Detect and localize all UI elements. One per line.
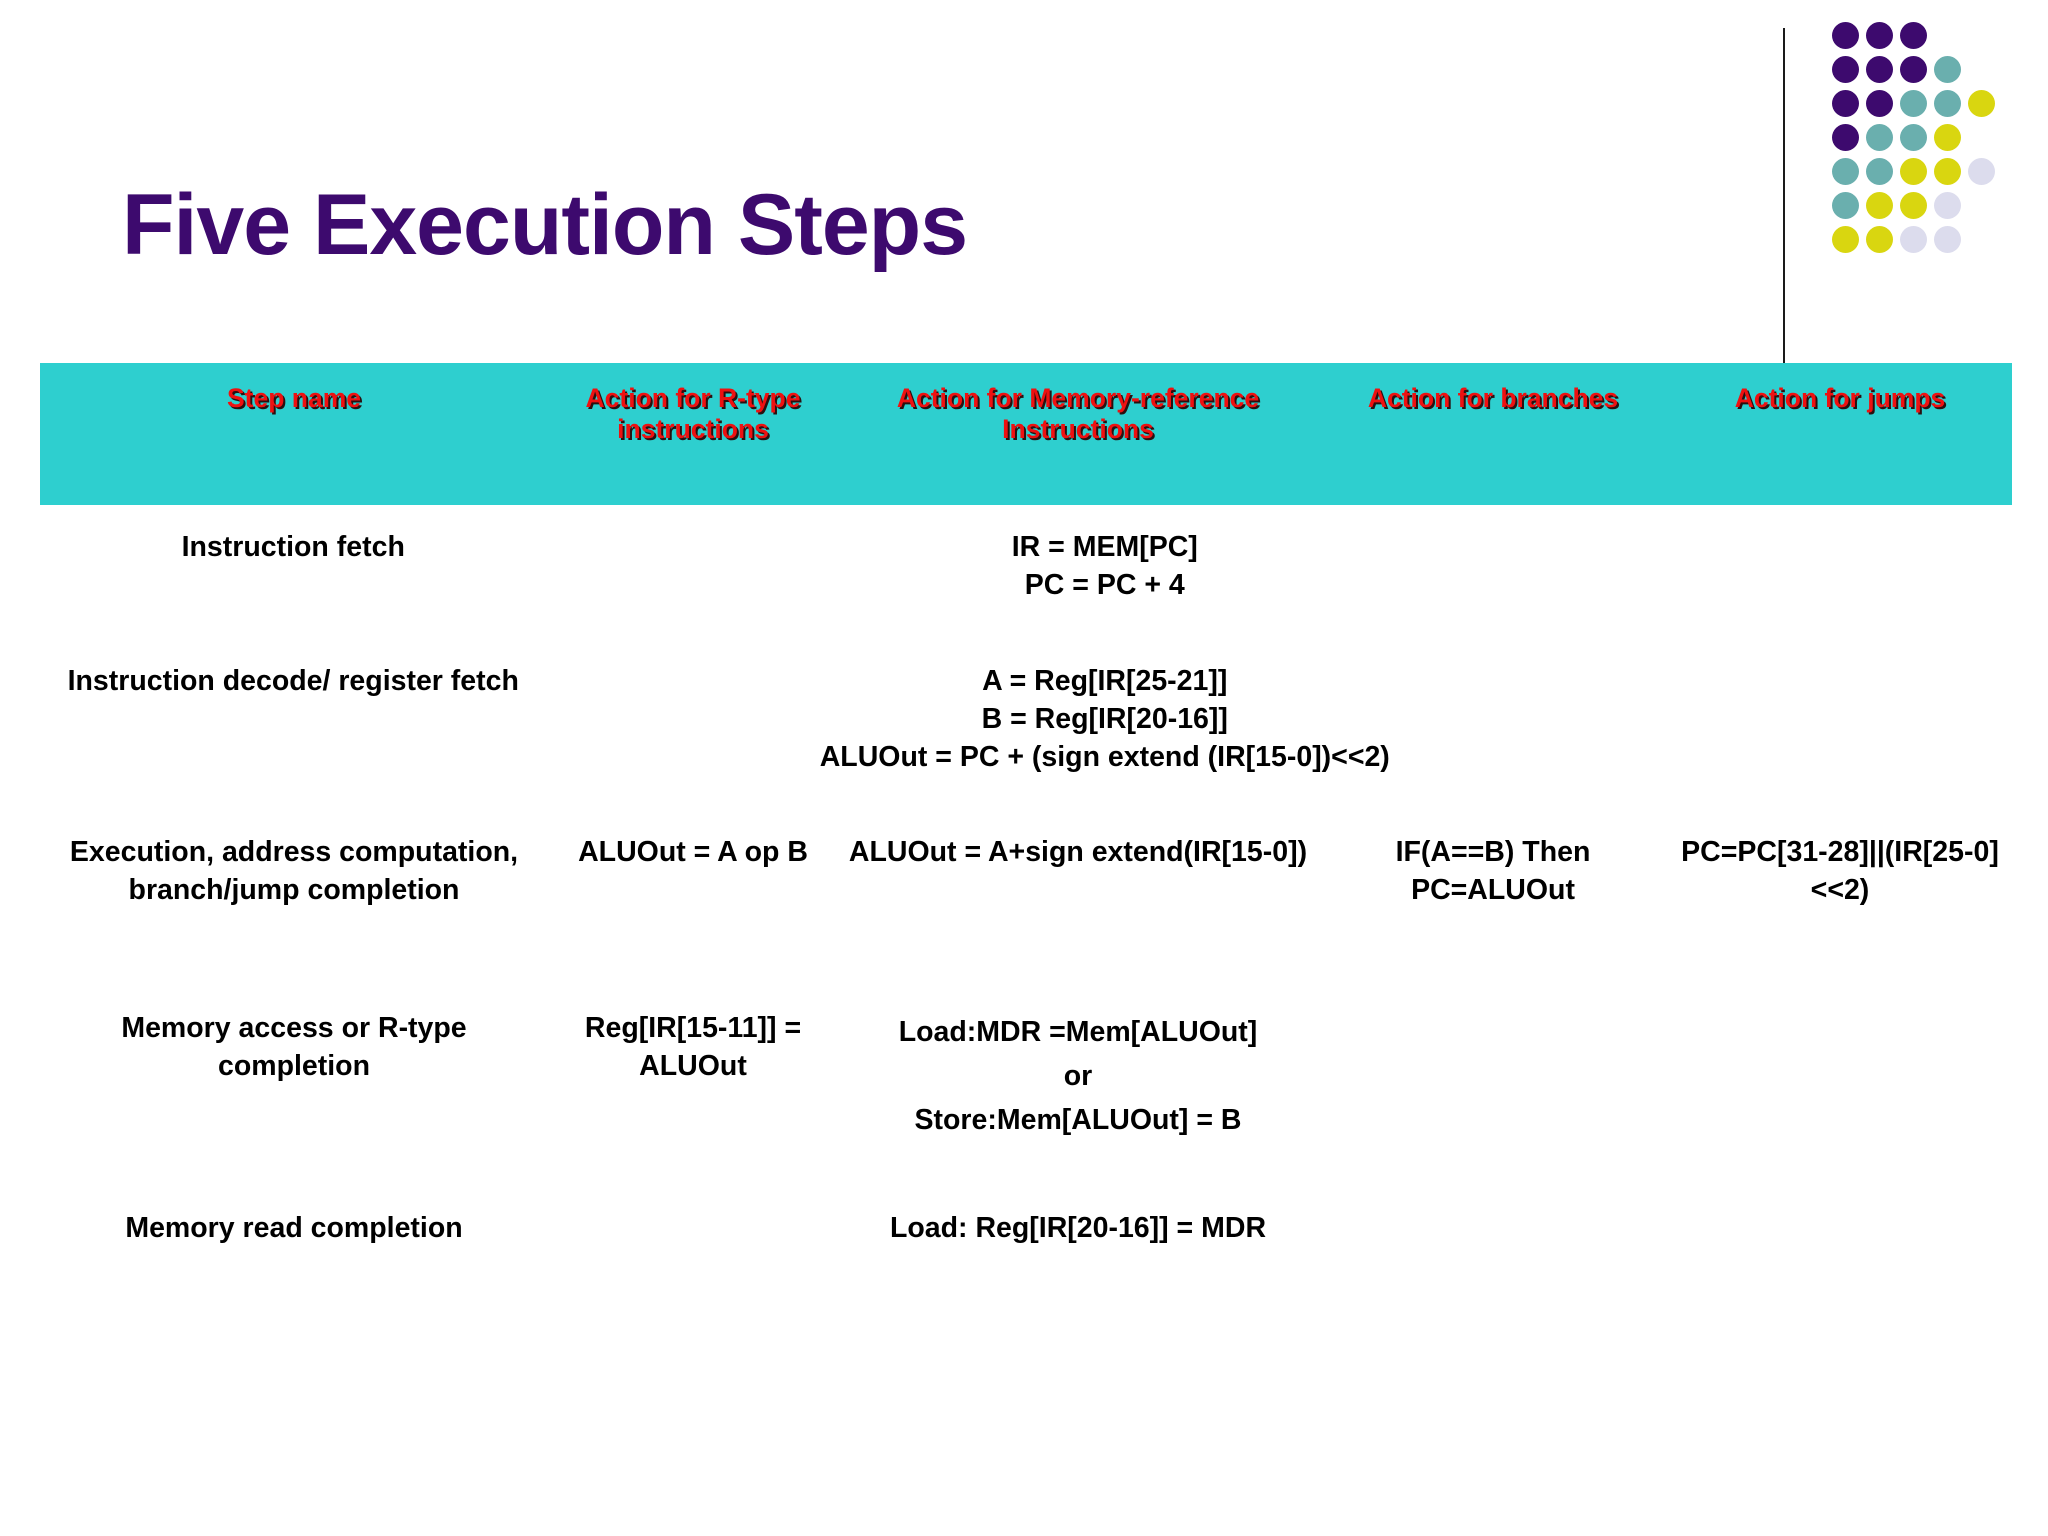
header-action-memory-reference: Action for Memory-reference Instructions — [896, 383, 1260, 445]
header-action-branches: Action for branches — [1367, 383, 1619, 413]
cell-rtype: Reg[IR[15-11]] = ALUOut — [584, 1012, 802, 1082]
table-row: Instruction decode/ register fetch A = R… — [40, 637, 2012, 808]
table-row: Memory access or R-type completion Reg[I… — [40, 984, 2012, 1182]
logo-dot-purple — [1866, 22, 1893, 49]
table-row: Instruction fetch IR = MEM[PC] PC = PC +… — [40, 505, 2012, 637]
cell-memory-reference: IR = MEM[PC] PC = PC + 4 — [1011, 531, 1198, 601]
cell-step-name: Memory access or R-type completion — [121, 1012, 467, 1082]
logo-dot-lavender — [1934, 192, 1961, 219]
logo-dot-purple — [1900, 22, 1927, 49]
logo-dot-yellow — [1934, 124, 1961, 151]
logo-dot-lavender — [1900, 226, 1927, 253]
logo-dot-teal — [1934, 90, 1961, 117]
cell-step-name: Instruction fetch — [181, 531, 405, 563]
vertical-divider-rule — [1783, 28, 1785, 364]
logo-dot-yellow — [1832, 226, 1859, 253]
cell-memory-reference: Load: Reg[IR[20-16]] = MDR — [889, 1212, 1267, 1244]
logo-dot-teal — [1832, 158, 1859, 185]
five-execution-steps-table: Step name Action for R-type instructions… — [40, 363, 2012, 1320]
logo-dot-purple — [1866, 90, 1893, 117]
logo-dot-lavender — [1968, 158, 1995, 185]
logo-dot-purple — [1832, 124, 1859, 151]
logo-dot-lavender — [1934, 226, 1961, 253]
cell-step-name: Instruction decode/ register fetch — [67, 665, 519, 697]
header-action-rtype: Action for R-type instructions — [585, 383, 801, 445]
logo-dot-teal — [1900, 124, 1927, 151]
table-row: Execution, address computation, branch/j… — [40, 808, 2012, 984]
cell-step-name: Execution, address computation, branch/j… — [69, 836, 519, 906]
page-title: Five Execution Steps — [122, 177, 968, 273]
dot-grid-logo — [1832, 22, 2032, 272]
logo-dot-yellow — [1900, 158, 1927, 185]
table-row: Memory read completion Load: Reg[IR[20-1… — [40, 1182, 2012, 1320]
logo-dot-teal — [1832, 192, 1859, 219]
logo-dot-purple — [1832, 90, 1859, 117]
cell-memory-reference: ALUOut = A+sign extend(IR[15-0]) — [848, 836, 1308, 868]
logo-dot-teal — [1934, 56, 1961, 83]
table-header-row: Step name Action for R-type instructions… — [40, 363, 2012, 505]
logo-dot-purple — [1866, 56, 1893, 83]
cell-rtype: ALUOut = A op B — [578, 836, 808, 868]
logo-dot-teal — [1866, 158, 1893, 185]
header-step-name: Step name — [226, 383, 361, 413]
logo-dot-purple — [1832, 56, 1859, 83]
logo-dot-yellow — [1934, 158, 1961, 185]
logo-dot-yellow — [1968, 90, 1995, 117]
logo-dot-purple — [1832, 22, 1859, 49]
cell-branches: IF(A==B) Then PC=ALUOut — [1395, 836, 1591, 906]
logo-dot-yellow — [1900, 192, 1927, 219]
logo-dot-teal — [1900, 90, 1927, 117]
logo-dot-yellow — [1866, 192, 1893, 219]
cell-memory-reference: A = Reg[IR[25-21]] B = Reg[IR[20-16]] AL… — [819, 665, 1390, 773]
cell-memory-reference: Load:MDR =Mem[ALUOut] or Store:Mem[ALUOu… — [898, 1016, 1258, 1137]
header-action-jumps: Action for jumps — [1734, 383, 1946, 413]
logo-dot-yellow — [1866, 226, 1893, 253]
logo-dot-teal — [1866, 124, 1893, 151]
logo-dot-purple — [1900, 56, 1927, 83]
cell-jumps: PC=PC[31-28]||(IR[25-0]<<2) — [1681, 836, 1999, 906]
cell-step-name: Memory read completion — [125, 1212, 463, 1244]
